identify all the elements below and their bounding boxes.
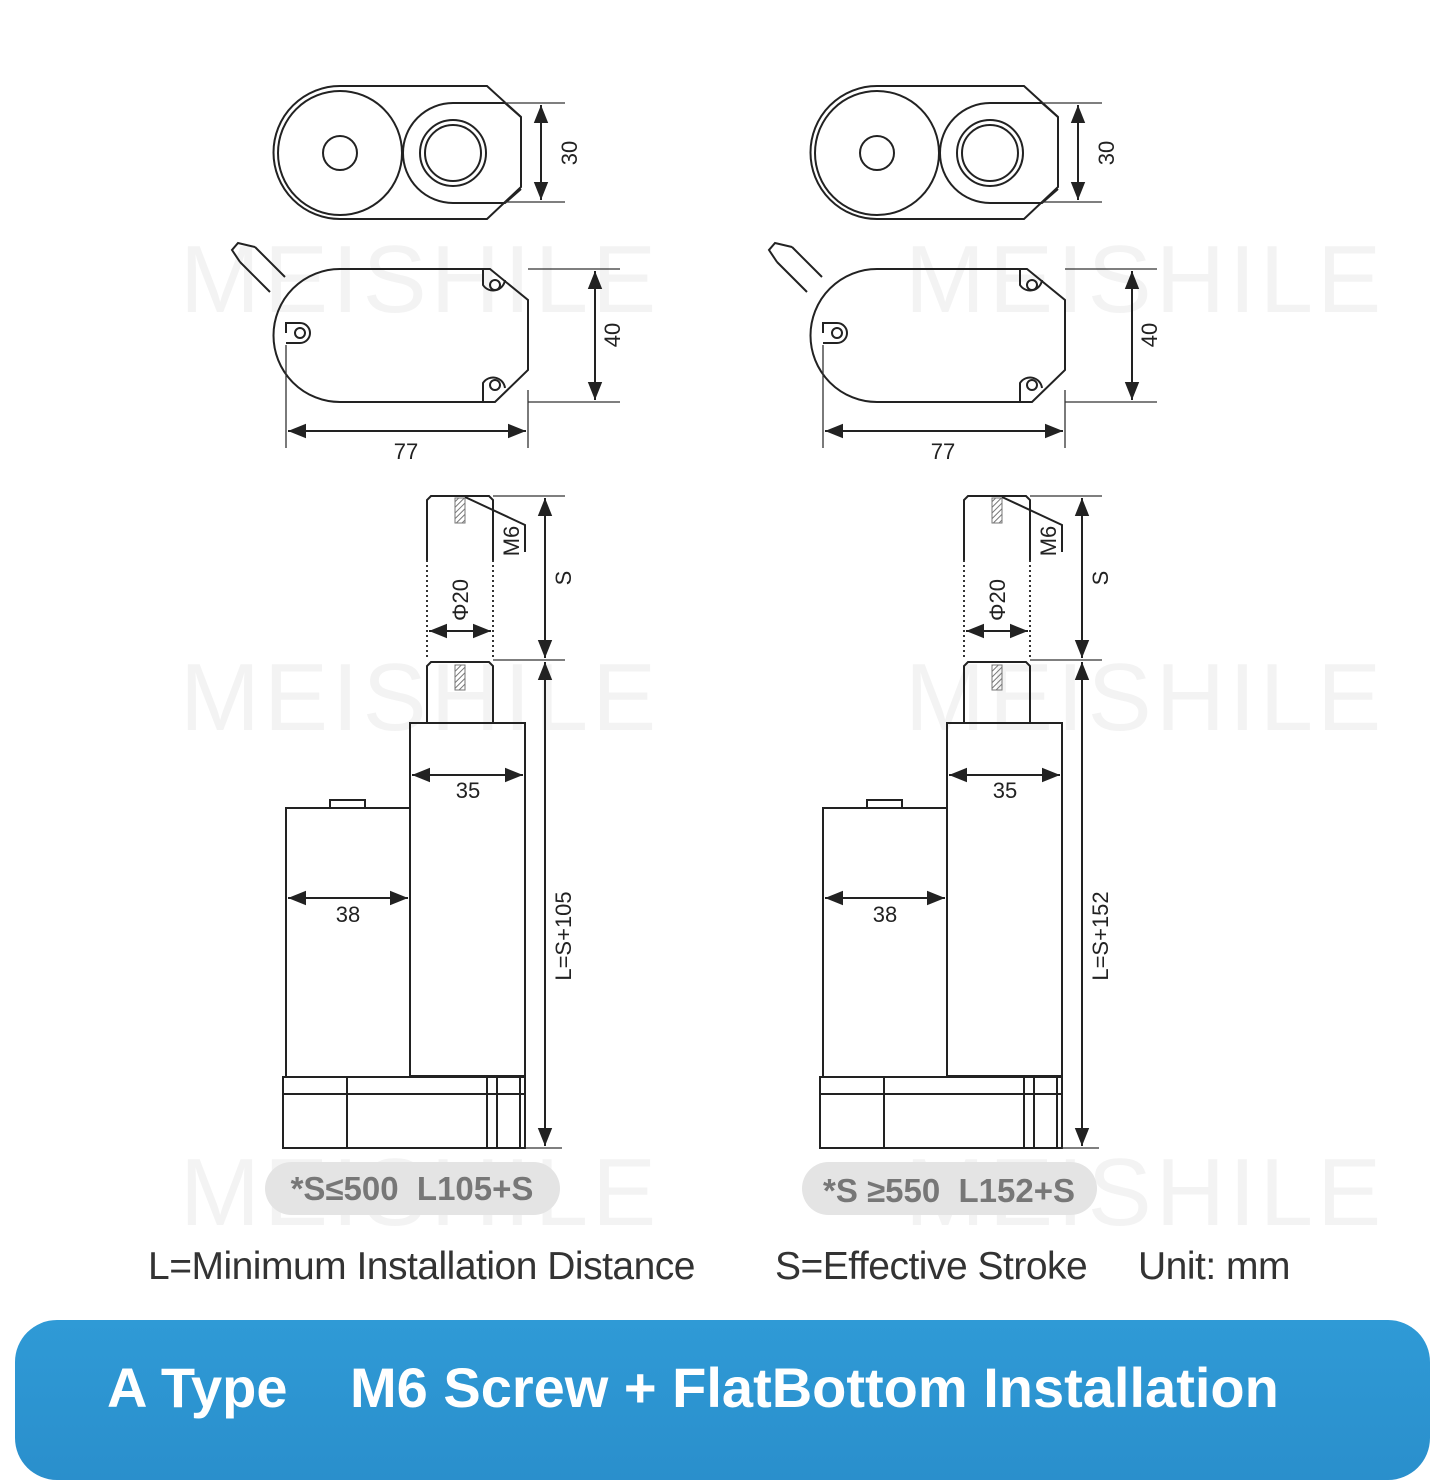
dim-stroke: S <box>551 571 576 586</box>
dim-thread: M6 <box>1036 526 1061 557</box>
dim-thread: M6 <box>499 526 524 557</box>
actuator-drawing-left <box>230 85 620 1215</box>
watermark: MEISHILE <box>905 226 1385 333</box>
dim-side-height: 40 <box>600 323 625 347</box>
legend-unit: Unit: mm <box>1138 1245 1291 1288</box>
dim-width: 77 <box>394 439 418 464</box>
watermark: MEISHILE <box>180 226 660 333</box>
condition-note: *S≤500 L105+S <box>291 1170 534 1207</box>
dim-motor-width: 38 <box>336 902 360 927</box>
legend-s-definition: S=Effective Stroke <box>775 1245 1088 1288</box>
drawing-canvas: MEISHILE MEISHILE MEISHILE MEISHILE MEIS… <box>180 85 1385 1246</box>
side-view <box>230 241 620 448</box>
front-view <box>282 495 565 1149</box>
dim-top-height: 30 <box>557 141 582 165</box>
dim-width: 77 <box>931 439 955 464</box>
dim-length: L=S+105 <box>551 891 576 980</box>
dim-top-height: 30 <box>1094 141 1119 165</box>
dim-length: L=S+152 <box>1088 891 1113 980</box>
dim-rod-diameter: Φ20 <box>985 579 1010 621</box>
dimension-labels-left: 30 40 77 M6 Φ20 S 35 38 L=S+105 *S≤500 L… <box>291 141 625 1207</box>
banner-title: M6 Screw + FlatBottom Installation <box>350 1356 1279 1419</box>
dim-side-height: 40 <box>1137 323 1162 347</box>
legend-l-definition: L=Minimum Installation Distance <box>148 1245 696 1288</box>
dim-stroke: S <box>1088 571 1113 586</box>
dim-tube-width: 35 <box>993 778 1017 803</box>
watermark: MEISHILE <box>905 644 1385 751</box>
dimension-labels-right: 30 40 77 M6 Φ20 S 35 38 L=S+152 *S ≥550 … <box>823 141 1162 1209</box>
condition-pill <box>265 1162 560 1215</box>
dim-motor-width: 38 <box>873 902 897 927</box>
dim-tube-width: 35 <box>456 778 480 803</box>
banner-type: A Type <box>107 1356 288 1419</box>
dim-rod-diameter: Φ20 <box>448 579 473 621</box>
condition-note: *S ≥550 L152+S <box>823 1172 1075 1209</box>
top-view <box>272 85 565 220</box>
watermark: MEISHILE <box>180 644 660 751</box>
